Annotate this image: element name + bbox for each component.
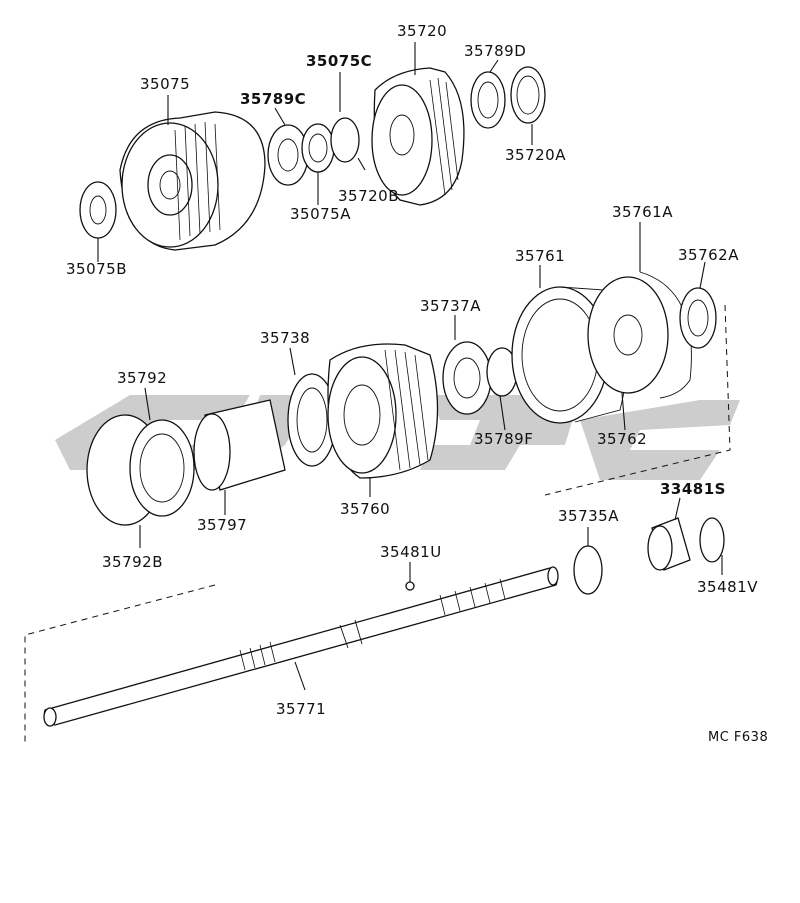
label-35762A: 35762A xyxy=(678,246,739,264)
label-35762: 35762 xyxy=(597,430,648,448)
label-35481V: 35481V xyxy=(697,578,758,596)
label-35760: 35760 xyxy=(340,500,391,518)
label-35075C: 35075C xyxy=(306,52,373,70)
label-35792B: 35792B xyxy=(102,553,164,571)
figure-code: MC F638 xyxy=(708,730,769,745)
label-35075A: 35075A xyxy=(290,205,351,223)
part-35789D-washer xyxy=(470,71,506,129)
label-35789D: 35789D xyxy=(464,42,527,60)
label-35720B: 35720B xyxy=(338,187,400,205)
part-35075-drum xyxy=(119,111,266,251)
part-35737A-washer xyxy=(442,341,492,415)
part-35481U-ball xyxy=(405,581,415,591)
part-35760-gear xyxy=(327,343,439,479)
part-35075B-washer xyxy=(79,181,117,239)
label-35481U: 35481U xyxy=(380,543,442,561)
label-35720A: 35720A xyxy=(505,146,566,164)
part-35075C-snap-ring xyxy=(330,117,360,163)
part-35720-carrier xyxy=(371,67,465,206)
part-35075A-bearing xyxy=(301,123,335,173)
part-35771-shaft xyxy=(43,566,559,727)
label-35792: 35792 xyxy=(117,369,168,387)
part-35481V-snap-ring xyxy=(699,517,725,563)
label-35771: 35771 xyxy=(276,700,327,718)
label-35738: 35738 xyxy=(260,329,311,347)
part-35735A-seal-ring xyxy=(573,545,603,595)
label-35789F: 35789F xyxy=(474,430,534,448)
label-35761: 35761 xyxy=(515,247,566,265)
part-33481S-sleeve xyxy=(647,517,691,571)
label-35075: 35075 xyxy=(140,75,191,93)
label-33481S: 33481S xyxy=(660,480,726,498)
label-35761A: 35761A xyxy=(612,203,673,221)
part-35762A-bearing xyxy=(679,287,717,349)
part-35761A-snap-ring xyxy=(639,271,692,399)
label-35797: 35797 xyxy=(197,516,248,534)
label-35735A: 35735A xyxy=(558,507,619,525)
label-35737A: 35737A xyxy=(420,297,481,315)
label-35075B: 35075B xyxy=(66,260,128,278)
label-35720: 35720 xyxy=(397,22,448,40)
part-35797-sleeve xyxy=(193,399,286,491)
part-35762-gear xyxy=(587,276,669,394)
part-35720A-bearing xyxy=(510,66,546,124)
label-35789C: 35789C xyxy=(240,90,307,108)
